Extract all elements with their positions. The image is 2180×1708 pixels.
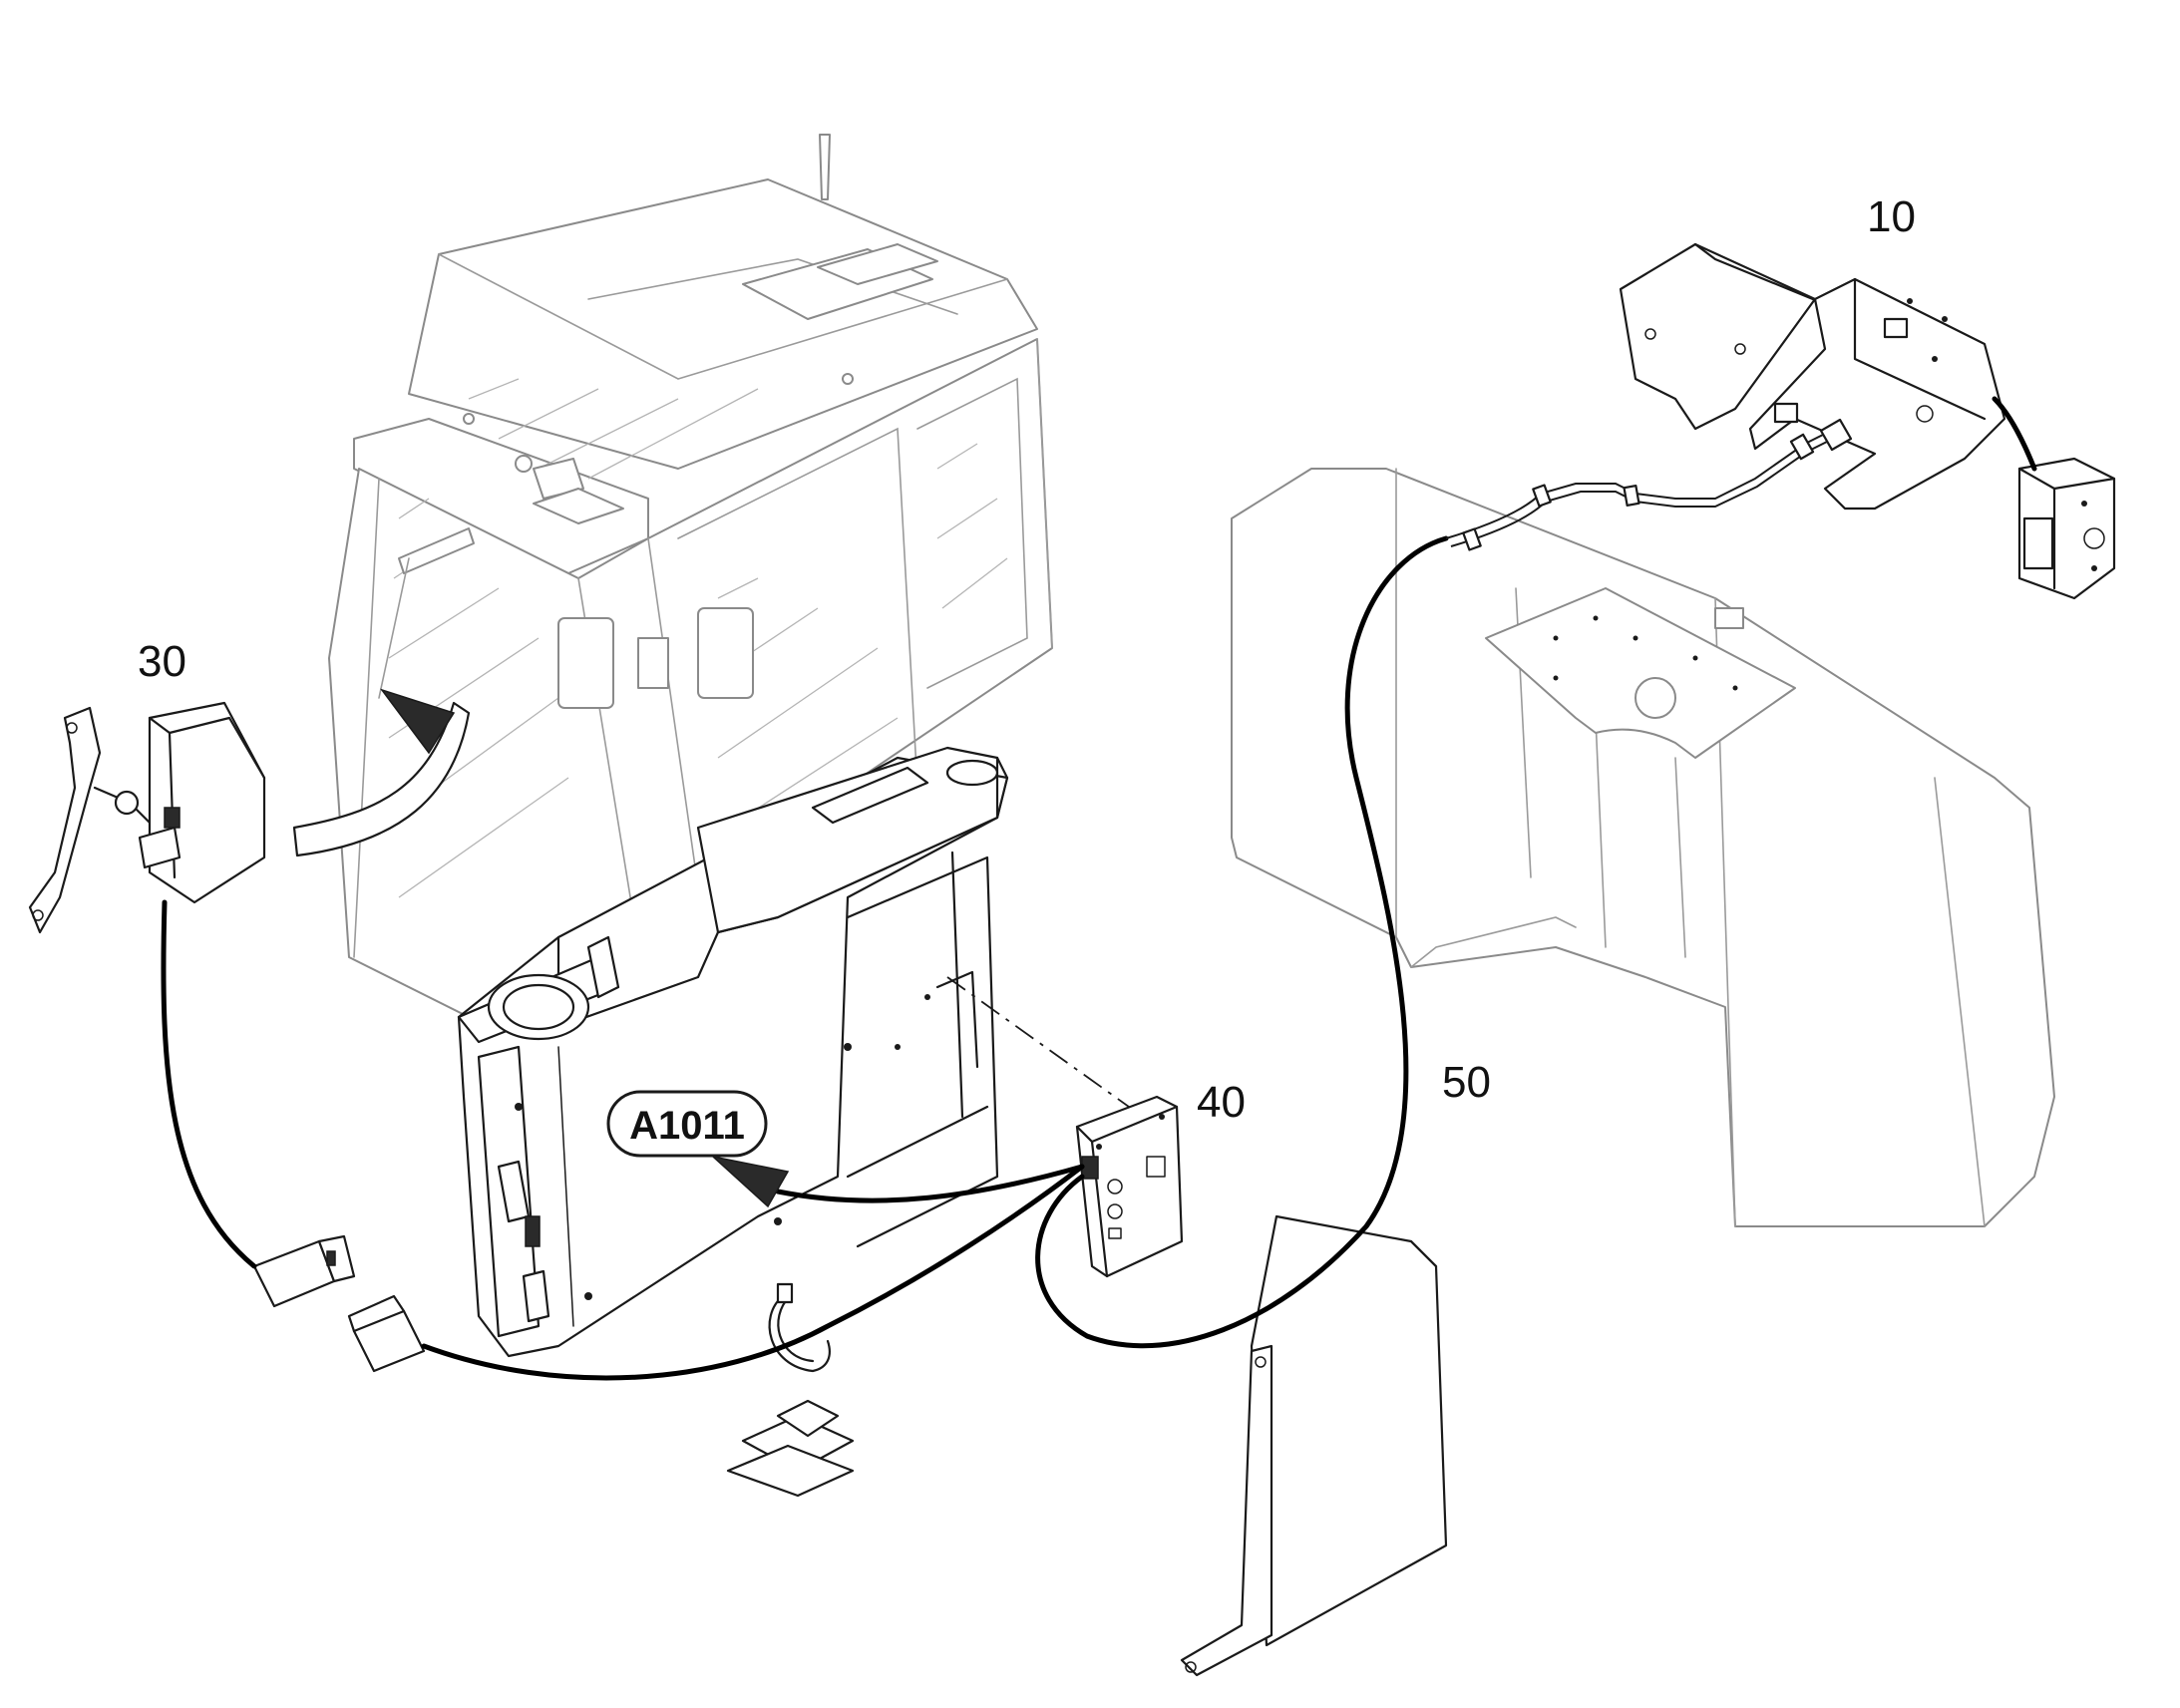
side-cover[interactable] xyxy=(1180,1214,1448,1677)
a1011-badge[interactable]: A1011 xyxy=(606,1090,768,1158)
cable-10 xyxy=(1445,428,1836,539)
cable-a1011 xyxy=(775,1164,1085,1203)
callout-10: 10 xyxy=(1867,192,1916,241)
callout-labels: 10 30 40 50 xyxy=(138,192,1916,1127)
cable-mirror xyxy=(161,899,257,1269)
callout-30: 30 xyxy=(138,637,186,686)
callout-40: 40 xyxy=(1197,1078,1246,1127)
connector-pair[interactable] xyxy=(252,1234,426,1373)
cable-connector xyxy=(421,1164,1085,1381)
cable-mount-pad[interactable] xyxy=(726,1399,855,1498)
cable-50 xyxy=(1035,535,1449,1349)
part-10-camera-bracket[interactable] xyxy=(1619,242,2116,600)
operator-cab xyxy=(328,134,1053,1018)
counterweight xyxy=(1231,468,2055,1227)
callout-50: 50 xyxy=(1442,1058,1491,1107)
cable-tie[interactable] xyxy=(768,1282,831,1373)
part-40-control-unit[interactable] xyxy=(1075,1095,1184,1278)
control-console[interactable] xyxy=(457,746,1009,1358)
mounting-line xyxy=(946,976,1158,1128)
part-30-mirror-camera[interactable] xyxy=(28,701,266,934)
cables xyxy=(161,418,1853,1381)
a1011-arrow xyxy=(710,1155,790,1208)
a1011-label: A1011 xyxy=(629,1104,745,1148)
cab-arrow xyxy=(292,688,471,857)
